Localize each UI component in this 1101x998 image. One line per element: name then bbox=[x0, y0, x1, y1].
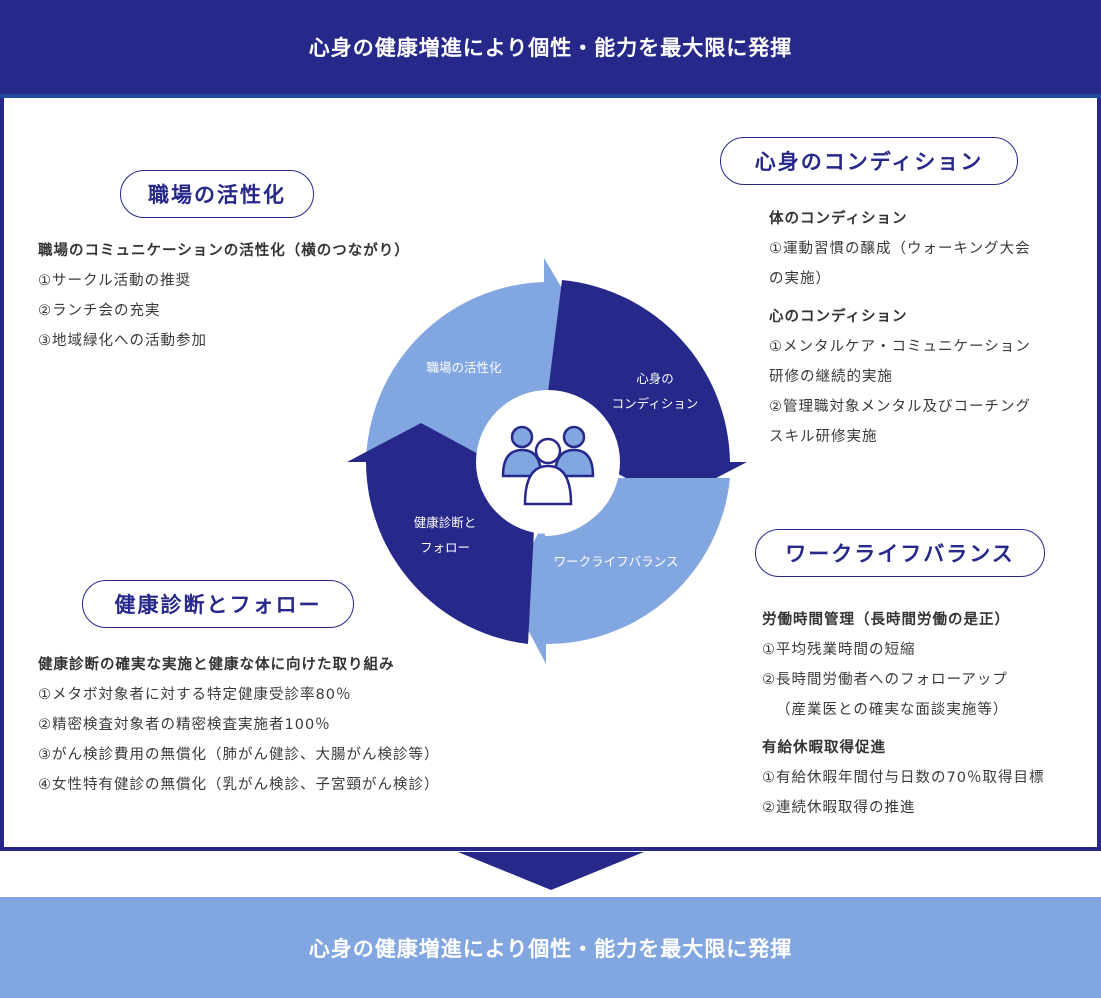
pill-balance-label: ワークライフバランス bbox=[785, 542, 1015, 566]
body-condition-item: ①運動習慣の醸成（ウォーキング大会 bbox=[769, 241, 1031, 257]
pill-health-label: 健康診断とフォロー bbox=[114, 593, 322, 617]
pill-workplace: 職場の活性化 bbox=[120, 170, 314, 218]
health-item: ④女性特有健診の無償化（乳がん検診、子宮頸がん検診） bbox=[38, 777, 440, 793]
cycle-label-condition-2: コンディション bbox=[612, 396, 699, 411]
leave-item: ②連続休暇取得の推進 bbox=[762, 800, 916, 816]
pill-health: 健康診断とフォロー bbox=[82, 580, 354, 628]
workplace-item: ①サークル活動の推奨 bbox=[38, 273, 192, 289]
pill-condition-label: 心身のコンディション bbox=[754, 150, 984, 174]
pill-balance: ワークライフバランス bbox=[755, 529, 1045, 577]
top-banner: 心身の健康増進により個性・能力を最大限に発揮 bbox=[0, 0, 1101, 94]
leave-item: ①有給休暇年間付与日数の70％取得目標 bbox=[762, 770, 1045, 786]
mind-condition-item: 研修の継続的実施 bbox=[769, 369, 893, 385]
cycle-segment-health bbox=[347, 423, 534, 644]
bottom-banner: 心身の健康増進により個性・能力を最大限に発揮 bbox=[0, 897, 1101, 998]
cycle-label-health-2: フォロー bbox=[420, 540, 470, 555]
hours-item: （産業医との確実な面談実施等） bbox=[776, 702, 1009, 718]
hours-item: ①平均残業時間の短縮 bbox=[762, 642, 916, 658]
frame-divider bbox=[0, 94, 1101, 98]
cycle-label-workplace: 職場の活性化 bbox=[426, 360, 502, 375]
hours-heading: 労働時間管理（長時間労働の是正） bbox=[762, 612, 1010, 628]
workplace-item: ②ランチ会の充実 bbox=[38, 303, 161, 319]
down-arrow bbox=[458, 852, 644, 890]
pill-workplace-label: 職場の活性化 bbox=[148, 183, 286, 207]
cycle-segment-condition bbox=[548, 280, 747, 502]
pill-condition: 心身のコンディション bbox=[720, 137, 1018, 185]
body-condition-heading: 体のコンディション bbox=[769, 211, 908, 227]
balance-section: 労働時間管理（長時間労働の是正） ①平均残業時間の短縮 ②長時間労働者へのフォロ… bbox=[762, 605, 1044, 823]
body-condition-item: の実施） bbox=[769, 271, 831, 287]
workplace-item: ③地域緑化への活動参加 bbox=[38, 333, 207, 349]
health-item: ③がん検診費用の無償化（肺がん健診、大腸がん検診等） bbox=[38, 747, 440, 763]
mind-condition-item: スキル研修実施 bbox=[769, 429, 878, 445]
cycle-segment-workplace bbox=[366, 258, 588, 462]
condition-section: 体のコンディション ①運動習慣の醸成（ウォーキング大会 の実施） 心のコンディシ… bbox=[769, 204, 1031, 452]
cycle-diagram: 職場の活性化 心身の コンディション ワークライフバランス 健康診断と フォロー bbox=[347, 258, 747, 664]
health-section: 健康診断の確実な実施と健康な体に向けた取り組み ①メタボ対象者に対する特定健康受… bbox=[38, 650, 440, 800]
people-group-icon bbox=[501, 425, 595, 506]
cycle-segment-balance bbox=[508, 478, 730, 664]
health-item: ②精密検査対象者の精密検査実施者100％ bbox=[38, 717, 331, 733]
workplace-section: 職場のコミュニケーションの活性化（横のつながり） ①サークル活動の推奨 ②ランチ… bbox=[38, 236, 410, 356]
leave-heading: 有給休暇取得促進 bbox=[762, 740, 886, 756]
workplace-heading: 職場のコミュニケーションの活性化（横のつながり） bbox=[38, 243, 410, 259]
hours-item: ②長時間労働者へのフォローアップ bbox=[762, 672, 1008, 688]
health-heading: 健康診断の確実な実施と健康な体に向けた取り組み bbox=[38, 657, 395, 673]
mind-condition-heading: 心のコンディション bbox=[769, 309, 908, 325]
bottom-banner-title: 心身の健康増進により個性・能力を最大限に発揮 bbox=[308, 936, 793, 961]
mind-condition-item: ②管理職対象メンタル及びコーチング bbox=[769, 399, 1031, 415]
cycle-label-balance: ワークライフバランス bbox=[554, 554, 679, 569]
top-banner-title: 心身の健康増進により個性・能力を最大限に発揮 bbox=[308, 36, 793, 60]
cycle-label-health-1: 健康診断と bbox=[414, 515, 477, 530]
cycle-label-condition-1: 心身の bbox=[636, 371, 674, 386]
health-item: ①メタボ対象者に対する特定健康受診率80％ bbox=[38, 687, 352, 703]
mind-condition-item: ①メンタルケア・コミュニケーション bbox=[769, 339, 1031, 355]
